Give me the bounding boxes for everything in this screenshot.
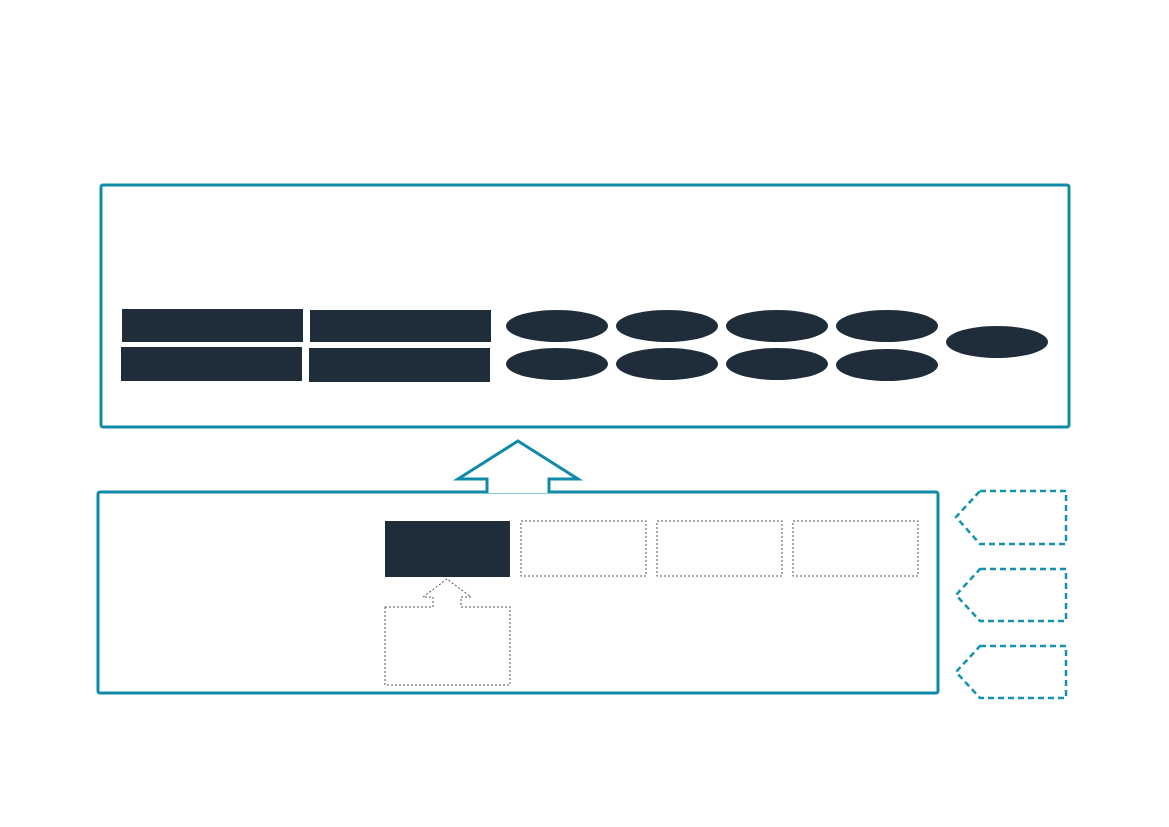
dotted-box-3 — [792, 520, 919, 577]
dark-oval-4 — [836, 310, 938, 342]
filled-box — [385, 521, 510, 577]
dark-oval-7 — [726, 348, 828, 380]
dark-oval-5 — [506, 348, 608, 380]
dark-block-4 — [309, 348, 490, 382]
side-tag-2 — [954, 567, 1068, 623]
dark-oval-6 — [616, 348, 718, 380]
dark-block-1 — [122, 309, 303, 342]
side-tag-3 — [954, 644, 1068, 700]
bottom-dotted-box-with-arrow — [384, 578, 511, 686]
lower-panel — [96, 490, 940, 695]
dark-block-3 — [121, 347, 302, 381]
dark-block-2 — [310, 310, 491, 342]
dotted-box-2 — [656, 520, 783, 577]
dark-oval-8 — [836, 349, 938, 381]
dark-oval-9 — [946, 326, 1048, 358]
dark-oval-2 — [616, 310, 718, 342]
side-tag-1 — [954, 489, 1068, 546]
upper-panel — [99, 183, 1071, 429]
up-arrow-main — [452, 439, 584, 493]
dotted-box-1 — [520, 520, 647, 577]
dark-oval-3 — [726, 310, 828, 342]
dark-oval-1 — [506, 310, 608, 342]
